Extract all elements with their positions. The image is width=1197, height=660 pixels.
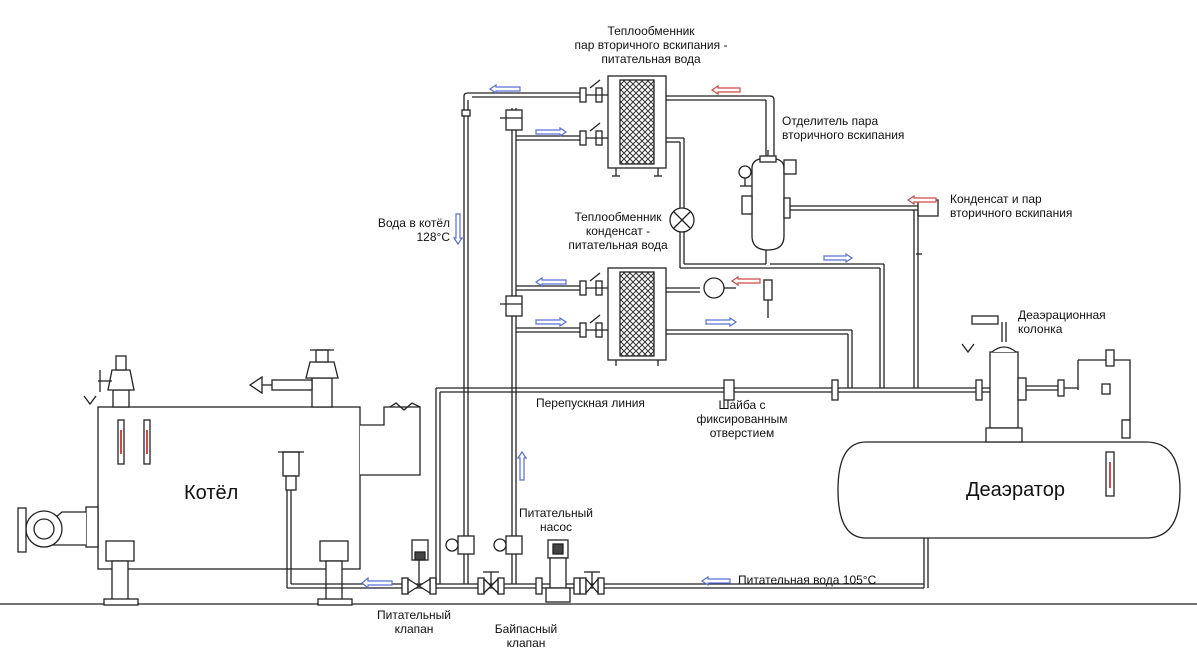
arrow-blue [700, 575, 731, 587]
feed-valve-label-line2: клапан [394, 622, 434, 636]
separator-label-line1: Отделитель пара [782, 114, 879, 128]
arrow-blue [535, 316, 568, 328]
feed-valve-label-line1: Питательный [377, 608, 451, 622]
hx2-label-line2: конденсат - [585, 224, 651, 238]
water-to-boiler-line2: 128°С [416, 230, 451, 244]
heat-exchanger-2 [579, 267, 853, 388]
washer-label-line1: Шайба с [718, 398, 766, 412]
riser-pipes [435, 92, 580, 584]
separator-label: Отделитель пара вторичного вскипания [782, 114, 904, 142]
level-valve [278, 451, 304, 588]
hx1-label-line1: Теплообменник [607, 24, 695, 38]
boiler [17, 349, 421, 606]
arrow-blue [516, 450, 528, 481]
bypass-valve-label: Байпасный клапан [486, 622, 566, 650]
flow-arrows [361, 83, 937, 590]
condensate-label-line2: вторичного вскипания [950, 206, 1073, 220]
pump-label-line2: насос [539, 520, 573, 534]
arrow-blue [535, 126, 568, 138]
bypass-line [436, 379, 990, 401]
water-to-boiler-line1: Вода в котёл [377, 216, 450, 230]
feed-valve [401, 539, 437, 595]
arrow-blue [705, 316, 738, 328]
arrow-blue [534, 276, 567, 288]
bypass-line-label: Перепускная линия [536, 396, 645, 410]
washer-label-line3: отверстием [709, 426, 775, 440]
deaeration-column-line1: Деаэрационная [1018, 308, 1106, 322]
heat-exchanger-1 [579, 75, 775, 208]
condensate-pump [669, 207, 885, 388]
hx2-label-line1: Теплообменник [574, 210, 662, 224]
deaeration-column-label: Деаэрационная колонка [1018, 308, 1106, 336]
arrow-blue [452, 213, 464, 246]
arrow-red [710, 84, 741, 96]
feed-line [287, 544, 929, 589]
riser-valves [445, 109, 523, 555]
feed-pump [535, 539, 581, 603]
arrow-red [730, 275, 761, 287]
boiler-label: Котёл [184, 482, 239, 504]
bypass-valve-label-line1: Байпасный [494, 622, 558, 636]
arrow-red [906, 194, 937, 206]
pump-label: Питательный насос [516, 506, 596, 534]
arrow-blue [823, 252, 854, 264]
flash-separator [738, 150, 939, 388]
feed-valve-label: Питательный клапан [374, 608, 454, 636]
arrow-blue [361, 576, 393, 590]
hx2-label: Теплообменник конденсат - питательная во… [558, 210, 678, 252]
pump-valve [579, 571, 605, 595]
hx2-label-line3: питательная вода [568, 238, 668, 252]
bypass-valve [477, 571, 505, 595]
hx1-label-line3: питательная вода [601, 52, 701, 66]
arrow-blue [488, 83, 521, 95]
pump-label-line1: Питательный [519, 506, 593, 520]
bypass-valve-label-line2: клапан [506, 636, 546, 650]
deaerator-label: Деаэратор [966, 479, 1065, 501]
deaerator [837, 315, 1181, 544]
water-to-boiler-label: Вода в котёл 128°С [366, 216, 450, 244]
washer-label-line2: фиксированным [696, 412, 788, 426]
washer-label: Шайба с фиксированным отверстием [690, 398, 794, 440]
feed-water-label: Питательная вода 105°С [738, 573, 877, 587]
condensate-label: Конденсат и пар вторичного вскипания [950, 192, 1072, 220]
hx1-label: Теплообменник пар вторичного вскипания -… [556, 24, 746, 66]
deaeration-column-line2: колонка [1018, 322, 1063, 336]
condensate-label-line1: Конденсат и пар [950, 192, 1042, 206]
hx1-label-line2: пар вторичного вскипания - [574, 38, 728, 52]
separator-label-line2: вторичного вскипания [782, 128, 905, 142]
